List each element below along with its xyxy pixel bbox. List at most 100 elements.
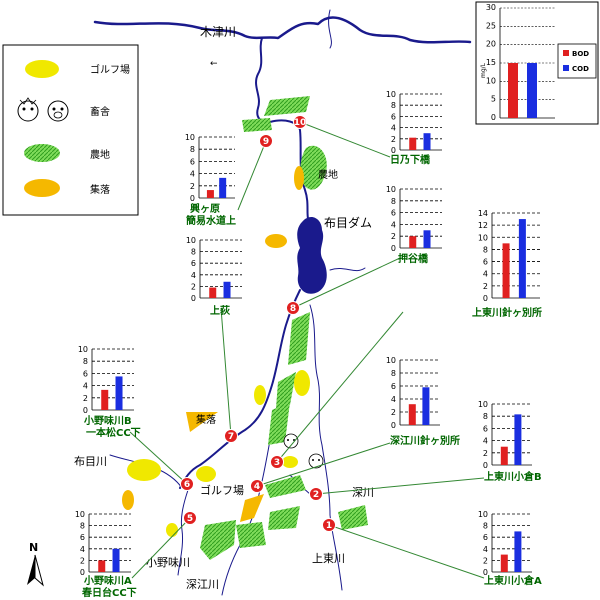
station-label-kamiogi: 上荻 <box>210 304 230 317</box>
unit-tick-label: 15 <box>486 58 496 67</box>
chart-tick-label: 6 <box>483 258 488 267</box>
chart-tick-label: 8 <box>391 101 396 110</box>
chart-tick-label: 2 <box>191 282 196 291</box>
cod-bar <box>423 133 431 150</box>
chart-tick-label: 6 <box>191 259 196 268</box>
chart-tick-label: 8 <box>483 245 488 254</box>
bod-bar <box>206 190 214 198</box>
unit-tick-label: 30 <box>486 3 496 12</box>
bod-bar <box>408 404 416 425</box>
farmland-areas <box>200 96 368 560</box>
station-label-kamitoka-ogura-b: 上東川小倉B <box>484 470 542 483</box>
station-pin-number: 5 <box>187 514 193 524</box>
bod-bar <box>209 287 217 298</box>
chart-tick-label: 0 <box>391 421 396 430</box>
station-label-kamitoka-harigabessho: 上東川針ヶ別所 <box>472 306 542 319</box>
chart-tick-label: 10 <box>75 510 85 519</box>
chart-tick-label: 2 <box>483 282 488 291</box>
dam-label: 布目ダム <box>324 215 372 230</box>
station-pin-number: 9 <box>263 137 269 147</box>
cod-bar <box>115 376 123 410</box>
unit-tick-label: 0 <box>491 113 496 122</box>
chart-tick-label: 12 <box>478 221 488 230</box>
village-label: 集落 <box>196 413 216 426</box>
station-pin-number: 1 <box>326 521 332 531</box>
chart-tick-label: 6 <box>391 112 396 121</box>
station-pin-7: 7 <box>224 429 238 443</box>
chart-tick-label: 10 <box>185 133 195 142</box>
chart-tick-label: 4 <box>80 545 85 554</box>
chart-tick-label: 8 <box>483 412 488 421</box>
fukae-river <box>221 429 273 596</box>
north-arrow: N <box>27 541 44 587</box>
station-pin-1: 1 <box>322 518 336 532</box>
upper-tributary <box>328 9 332 49</box>
livestock-icon <box>283 433 324 469</box>
unit-bod-bar <box>508 63 518 118</box>
station-pin-number: 7 <box>228 432 234 442</box>
chart-tick-label: 4 <box>483 545 488 554</box>
chart-tick-label: 8 <box>391 369 396 378</box>
chart-tick-label: 4 <box>391 124 396 133</box>
station-pin-10: 10 <box>293 115 307 129</box>
station-pin-3: 3 <box>270 455 284 469</box>
chart-tick-label: 4 <box>191 271 196 280</box>
station-pin-5: 5 <box>183 511 197 525</box>
bod-bar <box>502 243 510 298</box>
cod-bar <box>223 281 231 298</box>
map-legend: ゴルフ場 畜舎 農地 集落 <box>2 44 139 216</box>
bod-bar <box>101 389 109 410</box>
kizu-river-label: 木津川 <box>200 25 236 39</box>
bod-bar <box>409 137 417 150</box>
unit-tick-label: 10 <box>486 76 496 85</box>
north-arrow-icon <box>27 555 35 585</box>
station-pin-2: 2 <box>309 487 323 501</box>
unit-chart-legend <box>557 43 597 79</box>
chart-tick-label: 4 <box>391 395 396 404</box>
station-pin-4: 4 <box>250 479 264 493</box>
kamitoka-river <box>309 304 343 591</box>
station-pin-6: 6 <box>180 477 194 491</box>
station-pin-number: 3 <box>274 458 280 468</box>
chart-tick-label: 6 <box>80 533 85 542</box>
chart-tick-label: 6 <box>391 382 396 391</box>
leader-lines <box>129 121 485 579</box>
chart-tick-label: 8 <box>483 522 488 531</box>
villages <box>122 166 304 522</box>
station-pin-number: 4 <box>254 482 260 492</box>
chart-tick-label: 10 <box>386 185 396 194</box>
chart-tick-label: 2 <box>483 556 488 565</box>
unit-tick-label: 20 <box>486 40 496 49</box>
kamitoka-river-label: 上東川 <box>312 552 345 565</box>
chart-tick-label: 10 <box>478 510 488 519</box>
station-pin-number: 6 <box>184 480 190 490</box>
chart-tick-label: 10 <box>186 236 196 245</box>
chart-tick-label: 2 <box>483 449 488 458</box>
onomi-river <box>177 489 189 576</box>
bod-bar <box>500 446 508 465</box>
chart-tick-label: 2 <box>83 394 88 403</box>
svg-text:←: ← <box>210 59 218 69</box>
unit-cod-bar <box>527 63 537 118</box>
golf-legend-swatch <box>25 60 59 78</box>
unit-tick-label: 25 <box>486 21 496 30</box>
chart-tick-label: 10 <box>478 400 488 409</box>
station-label-kamitoka-ogura-a: 上東川小倉A <box>484 574 542 587</box>
cod-bar <box>514 414 522 465</box>
chart-tick-label: 4 <box>483 270 488 279</box>
chart-tick-label: 0 <box>83 406 88 415</box>
unit-tick-label: 5 <box>491 95 496 104</box>
bod-bar <box>98 560 106 572</box>
station-pin-number: 10 <box>294 118 307 128</box>
